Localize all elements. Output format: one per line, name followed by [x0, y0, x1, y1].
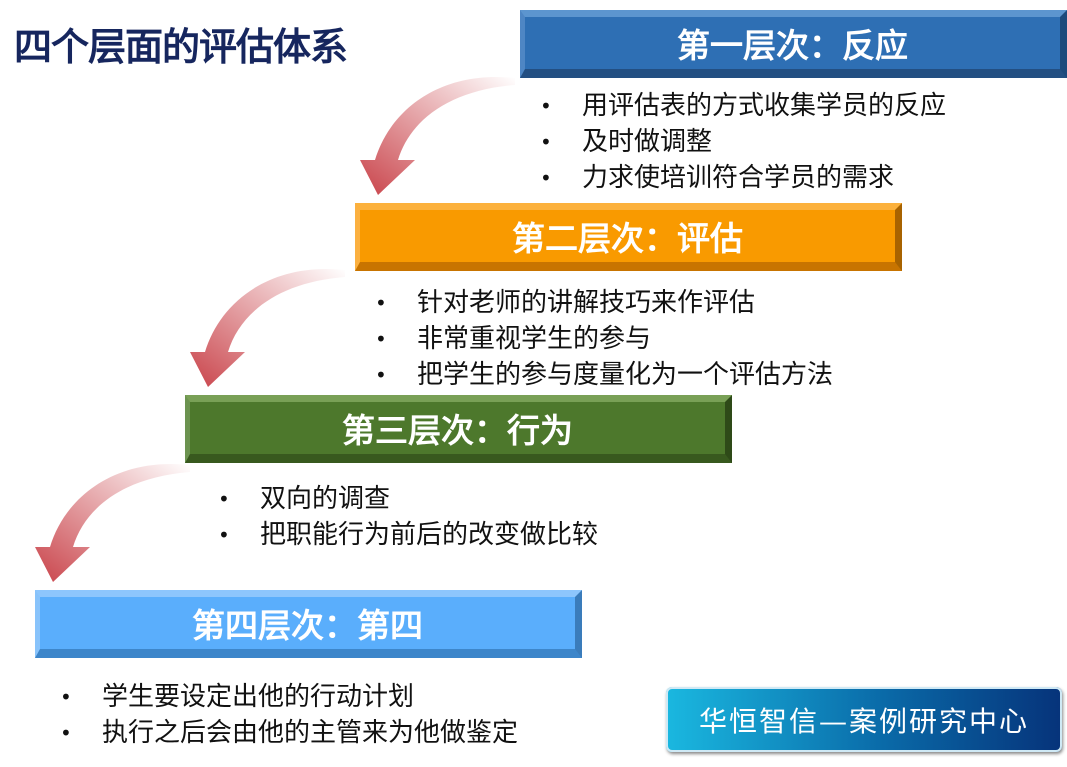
layer-3-header: 第三层次：行为 [185, 395, 732, 463]
layer-4-header: 第四层次：第四 [35, 590, 582, 658]
list-item: •用评估表的方式收集学员的反应 [540, 91, 947, 121]
list-item: •执行之后会由他的主管来为他做鉴定 [60, 718, 519, 748]
list-item: •把学生的参与度量化为一个评估方法 [375, 360, 834, 390]
curved-arrow-icon [190, 268, 345, 387]
list-item: •针对老师的讲解技巧来作评估 [375, 288, 756, 318]
layer-2-list: •针对老师的讲解技巧来作评估 •非常重视学生的参与 •把学生的参与度量化为一个评… [375, 285, 833, 393]
curved-arrow-icon [35, 463, 190, 582]
list-item: •及时做调整 [540, 127, 713, 157]
layer-4-list: •学生要设定出他的行动计划 •执行之后会由他的主管来为他做鉴定 [60, 679, 518, 751]
list-item: •学生要设定出他的行动计划 [60, 682, 415, 712]
curved-arrow-icon [360, 76, 515, 195]
page-title: 四个层面的评估体系 [14, 25, 348, 69]
layer-1-list: •用评估表的方式收集学员的反应 •及时做调整 •力求使培训符合学员的需求 [540, 88, 946, 196]
list-item: •双向的调查 [218, 484, 391, 514]
list-item: •力求使培训符合学员的需求 [540, 163, 895, 193]
list-item: •非常重视学生的参与 [375, 324, 652, 354]
layer-1-header: 第一层次：反应 [520, 10, 1067, 78]
list-item: •把职能行为前后的改变做比较 [218, 520, 599, 550]
brand-logo: 华恒智信—案例研究中心 [666, 687, 1062, 752]
layer-3-list: •双向的调查 •把职能行为前后的改变做比较 [218, 481, 598, 553]
layer-2-header: 第二层次：评估 [355, 203, 902, 271]
